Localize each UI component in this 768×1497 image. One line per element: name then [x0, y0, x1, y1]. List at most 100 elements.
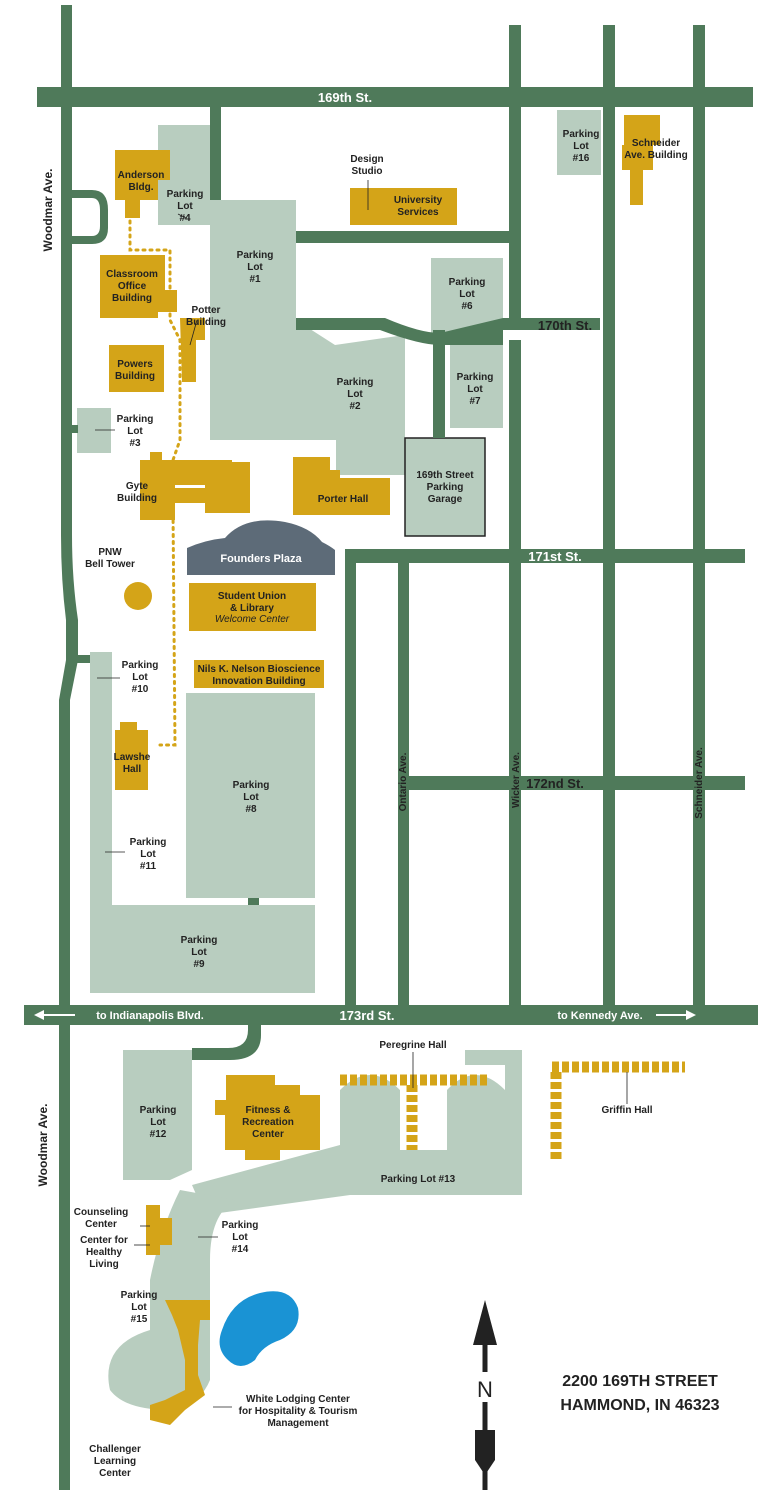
road-north-spur	[210, 107, 221, 200]
peregrine-hall-shape	[340, 1074, 490, 1150]
road-169th	[37, 87, 753, 107]
leader-lines	[95, 180, 628, 1408]
lot-13-label: Parking Lot #13	[381, 1174, 456, 1185]
counseling-center-shape	[146, 1205, 172, 1255]
road-wicker-south	[509, 340, 521, 1005]
address-block: 2200 169TH STREET HAMMOND, IN 46323	[560, 1373, 719, 1414]
road-171-west	[345, 549, 356, 1005]
bell-tower-shape	[124, 582, 152, 610]
road-woodmar-curve	[59, 535, 78, 1005]
parking-lot-8-area	[186, 693, 315, 898]
label-schneider-ave: Schneider Ave.	[694, 747, 705, 819]
fitness-center-shape	[215, 1075, 320, 1160]
road-schneider	[693, 25, 705, 1005]
direction-arrows	[34, 1010, 696, 1020]
porter-hall-shape	[293, 457, 390, 515]
north-letter: N	[477, 1377, 493, 1402]
parking-lot-10-11-9-area	[90, 652, 315, 993]
road-woodmar-loop	[72, 190, 108, 244]
parking-lot-16-area	[557, 110, 601, 175]
griffin-hall-shape	[550, 1061, 685, 1160]
pond-water	[219, 1291, 299, 1366]
road-lot8-link	[248, 898, 259, 905]
parking-lot-12-area	[123, 1050, 192, 1180]
gyte-building-shape	[140, 452, 250, 520]
label-173rd: 173rd St.	[340, 1008, 395, 1023]
powers-building-shape	[109, 345, 164, 392]
label-170th: 170th St.	[538, 318, 592, 333]
road-wicker-north	[509, 25, 521, 330]
university-services-shape	[350, 188, 457, 225]
parking-areas	[77, 110, 601, 1410]
label-indianapolis: to Indianapolis Blvd.	[96, 1010, 204, 1022]
road-univ-services	[296, 231, 510, 243]
label-ontario: Ontario Ave.	[398, 752, 409, 811]
label-171st: 171st St.	[528, 549, 581, 564]
road-170th	[296, 318, 600, 345]
north-arrow: N	[472, 1300, 498, 1490]
address-line-1: 2200 169TH STREET	[562, 1373, 718, 1390]
nelson-building-shape	[194, 660, 324, 688]
student-union-shape	[189, 583, 316, 631]
parking-lot-13-area	[192, 1050, 522, 1215]
founders-plaza-label: Founders Plaza	[220, 553, 302, 565]
road-woodmar-south	[59, 1025, 70, 1490]
welcome-center-label: Welcome Center	[215, 614, 290, 625]
label-kennedy: to Kennedy Ave.	[557, 1010, 642, 1022]
label-woodmar-north: Woodmar Ave.	[41, 169, 55, 252]
roads	[24, 5, 758, 1490]
parking-lot-7-area	[450, 340, 503, 428]
classroom-office-building-shape	[100, 255, 177, 318]
label-169th: 169th St.	[318, 90, 372, 105]
parking-lot-3-area	[77, 408, 111, 453]
griffin-label: Griffin Hall	[601, 1105, 652, 1116]
address-line-2: HAMMOND, IN 46323	[560, 1397, 719, 1414]
road-173rd	[24, 1005, 758, 1025]
student-union-label: Student Union& Library	[218, 591, 286, 614]
potter-building-shape	[180, 318, 205, 382]
peregrine-label: Peregrine Hall	[379, 1040, 446, 1051]
road-172nd	[398, 776, 745, 790]
road-north-center	[603, 25, 615, 1005]
parking-lot-1-area	[210, 200, 405, 475]
schneider-building-shape	[622, 115, 660, 205]
road-171st	[345, 549, 745, 563]
road-lot3-access	[66, 425, 78, 433]
road-south-curve	[192, 1025, 261, 1060]
road-170-connector	[433, 330, 445, 438]
buildings	[100, 115, 660, 1425]
label-172nd: 172nd St.	[526, 776, 584, 791]
porter-hall-label: Porter Hall	[318, 494, 369, 505]
founders-plaza-shape	[187, 520, 335, 575]
